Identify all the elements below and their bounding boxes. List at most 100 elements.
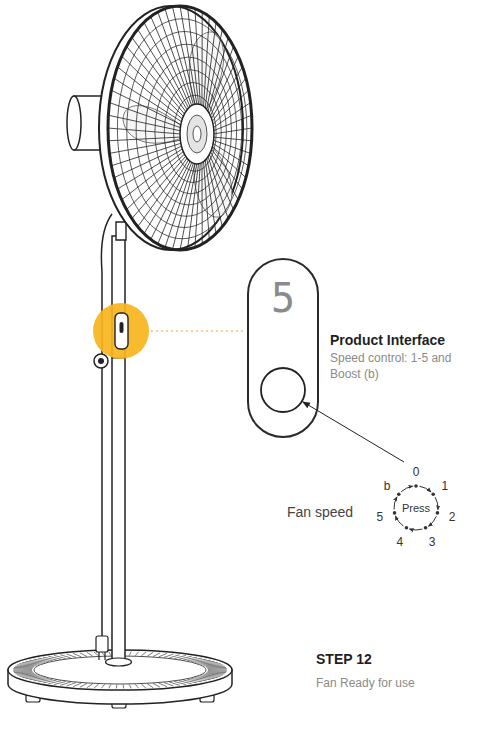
grille-spoke <box>108 115 181 131</box>
grille-spoke <box>205 22 216 109</box>
dial-arc <box>435 497 438 509</box>
speed-step: 4 <box>397 534 404 550</box>
speed-step: 3 <box>429 534 436 550</box>
grille-ring <box>146 57 232 205</box>
dial-arc <box>410 529 423 531</box>
grille-spoke <box>132 37 186 112</box>
grille-spoke <box>205 159 216 234</box>
base-grille <box>147 684 153 688</box>
speed-dial: Press <box>392 484 440 532</box>
grille-spoke <box>118 149 183 190</box>
speed-step: b <box>384 478 391 494</box>
base-grille <box>19 675 37 676</box>
base-grille <box>80 683 87 687</box>
grille-spoke <box>213 137 252 141</box>
grille-spoke <box>108 137 181 141</box>
grille-spoke <box>132 156 186 219</box>
base-grille <box>141 684 146 688</box>
base-grille <box>109 652 111 656</box>
grille-ring <box>136 44 237 216</box>
base-grille <box>208 671 227 672</box>
base-grille <box>147 652 153 656</box>
base-grille <box>203 664 221 665</box>
grille-ring <box>117 19 247 239</box>
grille-ring <box>127 32 242 228</box>
base-grille <box>109 684 111 688</box>
grille-spoke <box>195 162 200 247</box>
component-title-box: Product Interface <box>330 331 445 350</box>
base-grille <box>164 683 174 686</box>
base-grille <box>67 654 77 657</box>
dial-arc <box>429 516 437 526</box>
grille-spoke <box>206 157 222 226</box>
base-grille <box>135 652 138 656</box>
power-cord <box>96 214 112 660</box>
base-grille <box>116 684 118 688</box>
speed-step: 2 <box>449 509 456 525</box>
grille-spoke <box>209 153 234 209</box>
speed-step-box: 2 <box>449 507 456 525</box>
dial-dot <box>397 492 401 496</box>
fan-head <box>99 6 252 250</box>
grille-spoke <box>213 103 251 128</box>
base-grille <box>207 667 226 669</box>
dial-dot <box>414 484 418 488</box>
grille-spoke <box>212 78 246 122</box>
base-grille <box>80 653 87 657</box>
base-grille <box>208 670 227 671</box>
base-grille <box>205 665 223 666</box>
base-grille <box>101 684 104 688</box>
base-grille <box>17 674 35 675</box>
step-number: STEP 12 <box>316 650 372 669</box>
base-grille <box>153 683 160 687</box>
base-grille <box>153 653 160 657</box>
component-description: Speed control: 1-5 and Boost (b) <box>330 350 475 382</box>
leader-line <box>303 402 404 462</box>
base-grille <box>14 672 33 674</box>
base-grille <box>159 683 167 687</box>
base-grille <box>94 652 99 656</box>
base-grille <box>159 653 167 657</box>
dial-dot <box>436 511 440 515</box>
component-title: Product Interface <box>330 331 445 350</box>
speed-step: 5 <box>377 509 384 525</box>
dial-dot <box>424 526 428 530</box>
grille-spoke <box>209 46 234 114</box>
dial-caption-box: Fan speed <box>287 503 353 522</box>
dial-dot <box>393 511 397 515</box>
grille-ring <box>174 95 217 171</box>
base-grille <box>141 652 146 656</box>
grille-spoke <box>126 153 185 209</box>
fan-base <box>8 650 232 708</box>
component-description-box: Speed control: 1-5 and Boost (b) <box>330 350 475 382</box>
control-module <box>115 313 128 349</box>
dial-caption: Fan speed <box>287 503 353 522</box>
step-description: Fan Ready for use <box>316 675 415 691</box>
grille-spoke <box>138 29 188 110</box>
base-grille <box>129 684 131 688</box>
grille-spoke <box>210 56 238 117</box>
grille-spoke <box>208 37 228 112</box>
base-grille <box>13 668 32 669</box>
base-grille <box>123 684 125 688</box>
base-grille <box>13 671 32 672</box>
base-grille <box>13 670 32 671</box>
speed-readout: 5 <box>271 278 295 318</box>
grille-spoke <box>212 146 246 178</box>
dial-arc <box>419 486 430 491</box>
grille-spoke <box>118 67 183 120</box>
grille-spoke <box>172 7 195 105</box>
base-grille <box>208 668 227 669</box>
dial-arc <box>394 497 397 509</box>
grille-spoke <box>122 151 184 200</box>
speed-step-box: 4 <box>397 532 404 550</box>
dial-arc <box>401 486 412 491</box>
grille-spoke <box>201 162 202 244</box>
control-button <box>120 322 124 333</box>
grille-spoke <box>158 12 192 106</box>
fan-pole <box>94 236 132 666</box>
grille-spoke <box>201 12 202 106</box>
base-grille <box>87 652 93 656</box>
base-grille <box>205 674 223 675</box>
